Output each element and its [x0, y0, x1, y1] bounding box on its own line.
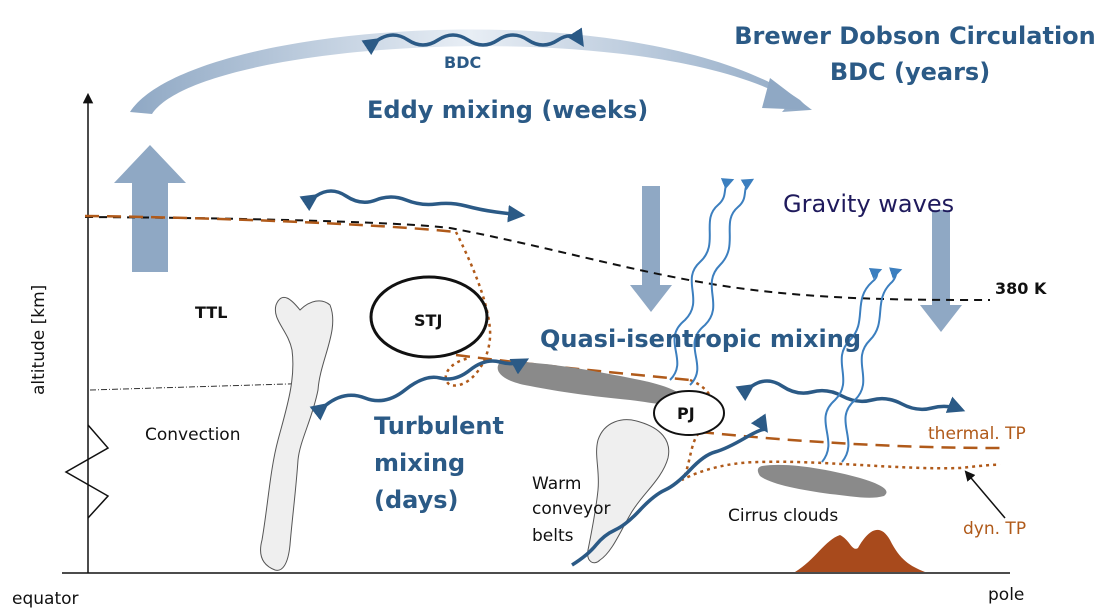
cirrus-label: Cirrus clouds [728, 506, 838, 526]
thermal-tp-label: thermal. TP [928, 424, 1026, 444]
pj-label: PJ [677, 404, 695, 423]
bdc-small-label: BDC [444, 53, 481, 72]
eddy-mixing-wavy-arrow [299, 189, 526, 223]
gravity-wave-arrow-3 [821, 268, 883, 463]
axes [62, 92, 1010, 574]
dyn-tp-label: dyn. TP [963, 519, 1026, 539]
warm-conveyor-label-line3: belts [532, 526, 574, 546]
downwelling-arrow-pole [920, 210, 962, 332]
convection-cloud [260, 296, 334, 571]
ttl-label: TTL [195, 303, 227, 322]
convection-label: Convection [145, 425, 240, 445]
mountain-range [795, 529, 925, 572]
isentrope-label: 380 K [995, 279, 1047, 298]
thermal-tropopause-line [84, 214, 1001, 450]
downwelling-arrow-mid [630, 186, 672, 312]
gravity-waves-label: Gravity waves [783, 190, 954, 218]
gravity-wave-arrow-4 [841, 267, 903, 463]
bdc-title-line1: Brewer Dobson Circulation [734, 22, 1096, 50]
warm-conveyor-label-line2: conveyor [532, 499, 611, 519]
turbulent-label-line3: (days) [374, 486, 459, 514]
stj-label: STJ [414, 311, 442, 330]
turbulent-label-line1: Turbulent [374, 412, 504, 440]
polar-jet-ellipse [653, 390, 725, 436]
warm-conveyor-label-line1: Warm [532, 474, 581, 494]
gravity-wave-arrow-1 [669, 178, 735, 381]
eddy-mixing-label: Eddy mixing (weeks) [367, 96, 648, 124]
ttl-lower-boundary-line [89, 382, 321, 391]
quasi-isentropic-label: Quasi-isentropic mixing [540, 325, 861, 353]
bdc-title-line2: BDC (years) [830, 58, 990, 86]
axis-break-zigzag [64, 424, 110, 519]
turbulent-label-line2: mixing [374, 449, 465, 477]
bdc-wavy-double-arrow [361, 27, 584, 56]
bdc-arc-head [762, 78, 812, 110]
quasi-isentropic-wavy-arrow [735, 379, 966, 413]
turbulent-mixing-wavy-arrow [309, 358, 530, 421]
tropical-upwelling-arrow [114, 145, 186, 272]
gravity-wave-arrow-2 [689, 178, 755, 386]
cirrus-cloud-shape [757, 464, 887, 498]
warm-conveyor-wavy-arrow [571, 413, 768, 567]
warm-conveyor-belt-cloud [587, 419, 670, 564]
y-axis-label: altitude [km] [29, 285, 49, 395]
dynamical-tropopause-line [444, 231, 1001, 482]
x-axis-left-label: equator [12, 589, 79, 609]
x-axis-right-label: pole [988, 585, 1024, 605]
subtropical-jet-ellipse [369, 275, 489, 359]
isentrope-380k-line [84, 216, 991, 301]
tropopause-fold-cloud [497, 361, 686, 405]
bdc-circulation-arc [130, 29, 810, 114]
dyn-tp-pointer [964, 470, 1006, 519]
gravity-wave-arrows [669, 178, 903, 463]
